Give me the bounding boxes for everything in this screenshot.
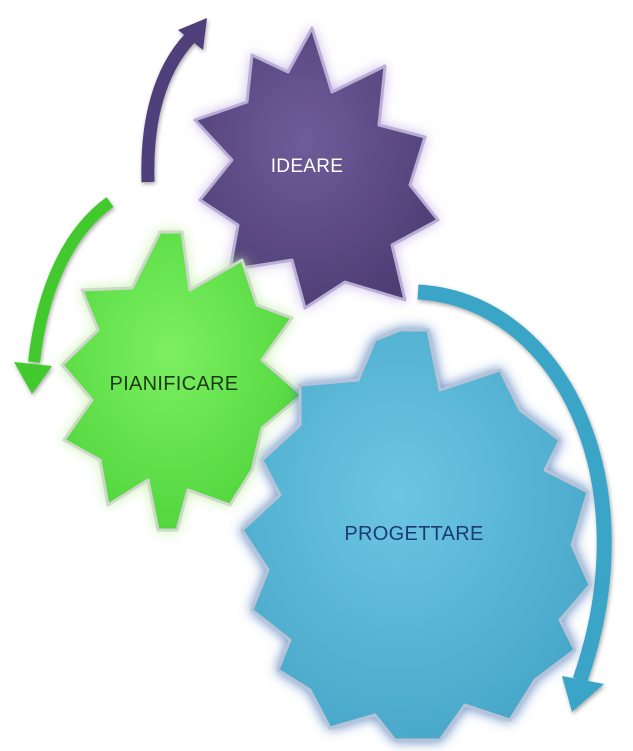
gear-ideare: IDEARE: [193, 26, 440, 310]
gear-progettare-shape: [240, 328, 592, 742]
gear-pianificare: PIANIFICARE: [60, 230, 304, 532]
purple-arrowhead-icon: [178, 18, 207, 50]
gear-ideare-label: IDEARE: [271, 156, 344, 177]
blue-arrow-icon: [417, 284, 612, 683]
arrow-ideare-to-progettare: [417, 284, 612, 712]
gear-pianificare-shape: [60, 230, 304, 532]
blue-arrowhead-icon: [562, 676, 604, 712]
green-arrow-icon: [28, 197, 114, 363]
purple-arrow-icon: [141, 33, 195, 183]
gear-pianificare-label: PIANIFICARE: [110, 373, 239, 395]
arrow-ideare-to-pianificare: [14, 197, 114, 394]
gear-ideare-shape: [193, 26, 440, 310]
gear-progettare: PROGETTARE: [240, 328, 592, 742]
green-arrowhead-icon: [14, 362, 52, 394]
gear-progettare-label: PROGETTARE: [344, 523, 483, 545]
arrow-pianificare-to-ideare: [141, 18, 207, 183]
